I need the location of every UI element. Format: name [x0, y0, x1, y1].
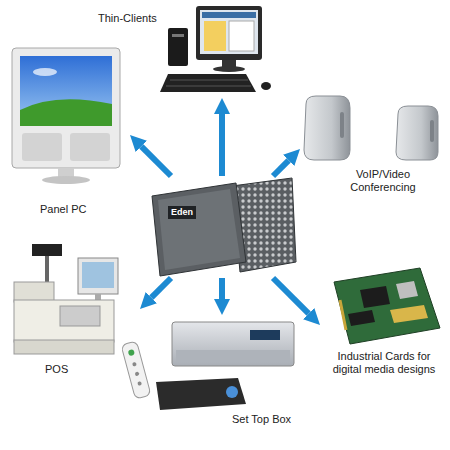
arrow-connector	[141, 146, 171, 176]
arrow-connector	[151, 278, 171, 298]
device-node: Thin-Clients	[95, 3, 275, 98]
panel-pc-picture	[12, 48, 120, 184]
voip-picture	[304, 96, 438, 160]
device-caption: Thin-Clients	[98, 12, 157, 25]
device-caption: Panel PC	[40, 203, 86, 216]
device-node: POS	[8, 240, 140, 380]
device-caption: Industrial Cards for digital media desig…	[323, 350, 445, 376]
arrow-connector	[219, 278, 225, 299]
device-caption: Set Top Box	[232, 413, 291, 426]
pos-picture	[14, 244, 118, 354]
device-caption: VoIP/Video Conferencing	[338, 168, 428, 194]
set-top-box-picture	[121, 322, 294, 410]
device-node: Panel PC	[8, 45, 130, 220]
chip-label: Eden	[168, 206, 196, 219]
industrial-card-picture	[334, 268, 440, 344]
chip-node: Eden	[148, 176, 296, 278]
device-node: VoIP/Video Conferencing	[300, 85, 445, 198]
device-caption: POS	[45, 363, 68, 376]
thin-client-picture	[160, 6, 271, 92]
processor-chips	[152, 178, 296, 276]
device-node: Set Top Box	[150, 315, 305, 432]
device-node: Industrial Cards for digital media desig…	[320, 262, 449, 384]
arrow-connector	[273, 160, 289, 176]
arrow-connector	[273, 278, 309, 314]
arrow-connector	[219, 114, 225, 176]
